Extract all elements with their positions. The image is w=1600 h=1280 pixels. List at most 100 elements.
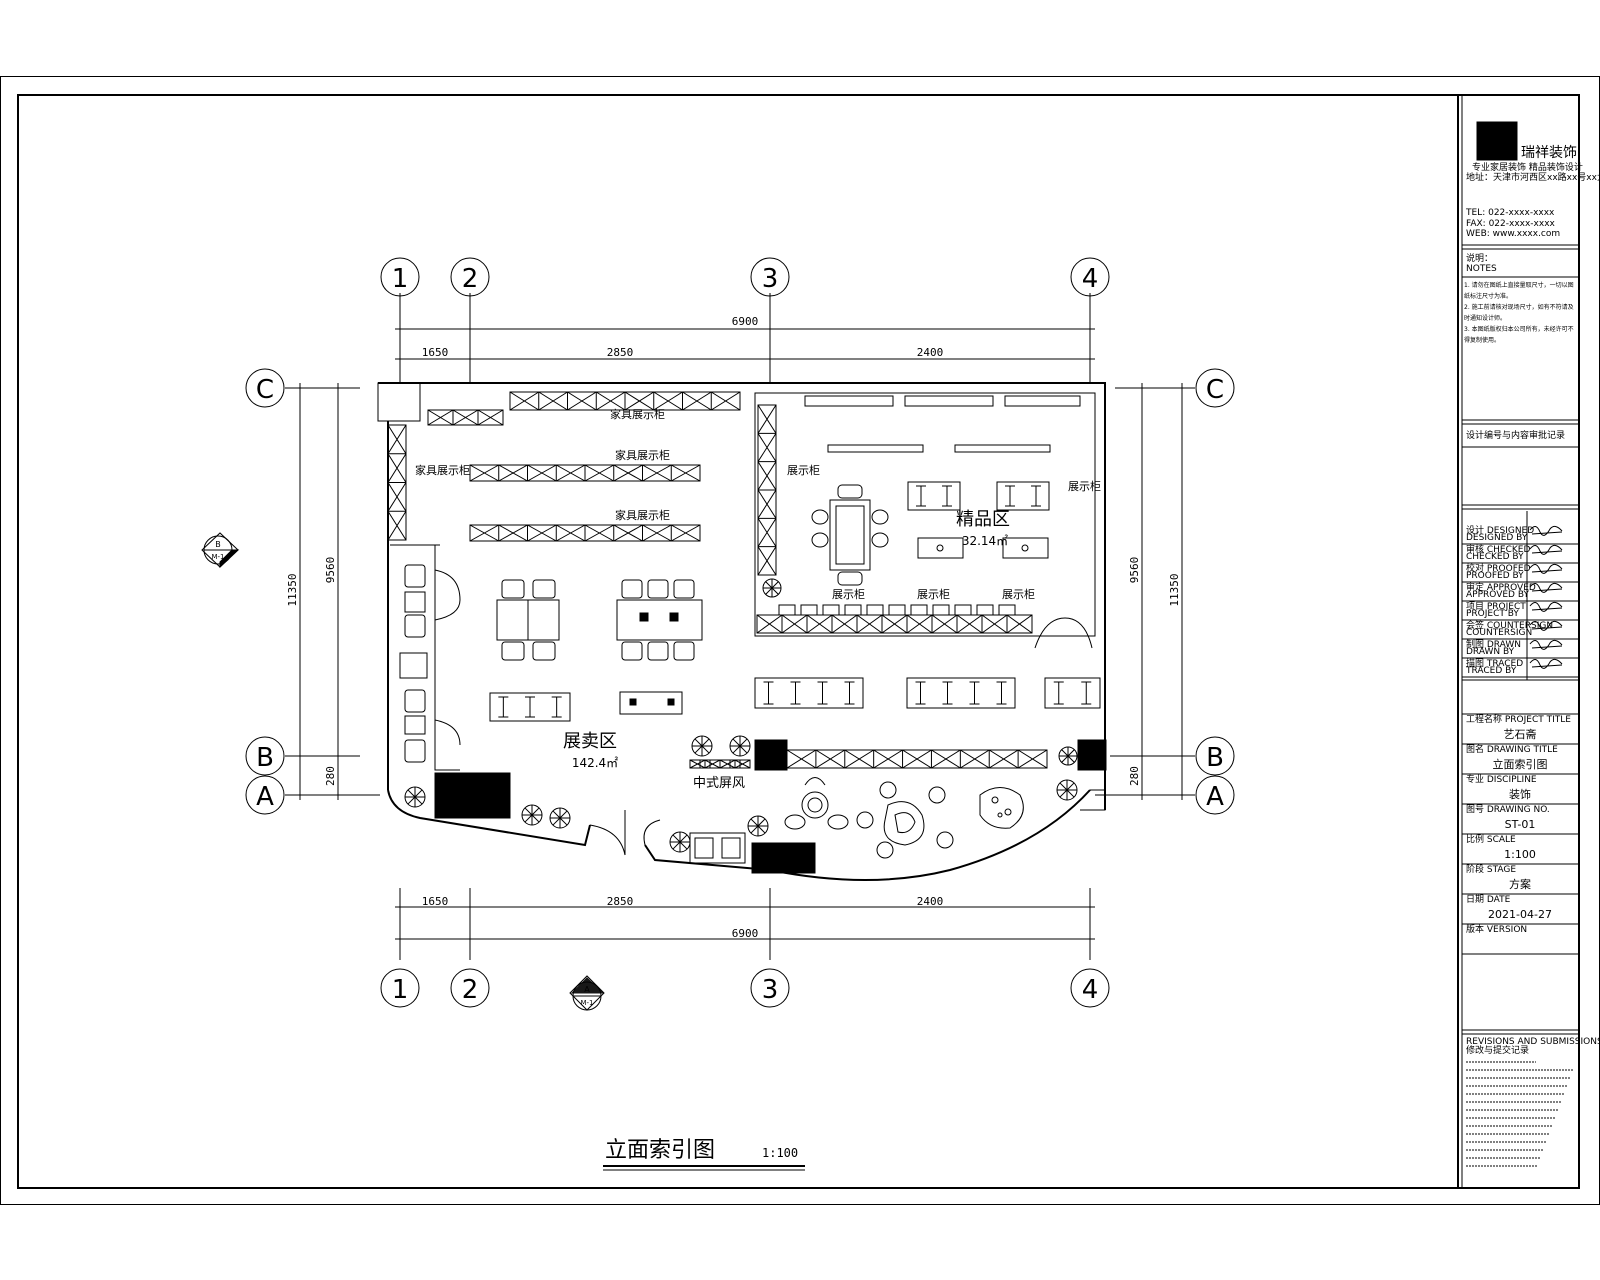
- label-display-cabinet-d: 展示柜: [1002, 588, 1035, 601]
- grid-bubble-2-top: 2: [450, 257, 490, 297]
- field-value: 方案: [1509, 877, 1531, 891]
- company-logo-mark: ↄ: [1492, 134, 1502, 155]
- premium-top-shelves: [804, 395, 1081, 453]
- grid-bubble-4-top: 4: [1070, 257, 1110, 297]
- company-name: 瑞祥装饰: [1521, 145, 1577, 161]
- field-label: 图号 DRAWING NO.: [1466, 804, 1550, 815]
- svg-text:1: 1: [392, 975, 409, 1005]
- field-value: ST-01: [1505, 818, 1536, 831]
- grid-bubble-2-bottom: 2: [450, 968, 490, 1008]
- svg-text:11350: 11350: [286, 573, 299, 606]
- svg-text:A: A: [584, 985, 590, 994]
- column-block: [1077, 739, 1107, 771]
- field-label: 日期 DATE: [1466, 894, 1511, 905]
- grid-bubble-4-bottom: 4: [1070, 968, 1110, 1008]
- dining-table-set: [811, 484, 889, 586]
- grid-bubble-a-right: A: [1195, 775, 1235, 815]
- display-tables: [489, 481, 1101, 722]
- field-value: 2021-04-27: [1488, 908, 1552, 921]
- field-label: 版本 VERSION: [1466, 923, 1527, 935]
- label-display-cabinet-c: 展示柜: [917, 588, 950, 601]
- signature-code: TRACED BY: [1465, 666, 1517, 676]
- signature-code: COUNTERSIGN: [1466, 628, 1532, 638]
- cabinet-left-wall: [387, 424, 407, 541]
- signature-code: PROOFED BY: [1466, 571, 1524, 581]
- premium-door: [1034, 617, 1093, 649]
- svg-text:280: 280: [324, 766, 337, 786]
- elevation-marker-bottom: A M-1: [569, 975, 605, 1011]
- svg-text:B: B: [1206, 743, 1224, 773]
- svg-text:2: 2: [462, 264, 479, 294]
- cabinet-top-row: [509, 391, 741, 411]
- signature-code: APPROVED BY: [1466, 590, 1530, 600]
- area-size-premium: 32.14㎡: [962, 534, 1008, 548]
- grid-bubble-c-left: C: [245, 368, 285, 408]
- area-size-sales: 142.4㎡: [572, 756, 618, 770]
- elevation-marker-left: B M-1: [201, 532, 240, 569]
- entrance-door: [589, 810, 661, 856]
- label-chinese-screen: 中式屏风: [693, 776, 745, 791]
- signature-role: 设计 DESIGNED: [1466, 524, 1534, 536]
- chair-set-left: [496, 579, 560, 661]
- svg-text:C: C: [256, 375, 274, 405]
- wall-chairs-left: [399, 564, 428, 763]
- svg-text:2400: 2400: [917, 346, 944, 359]
- svg-text:4: 4: [1082, 264, 1099, 294]
- svg-text:2400: 2400: [917, 895, 944, 908]
- signature-code: CHECKED BY: [1466, 552, 1524, 562]
- svg-text:专业家居装饰 精品装饰设计: 专业家居装饰 精品装饰设计: [1472, 161, 1583, 173]
- cabinet-middle-2: [469, 524, 701, 542]
- dimension-top: 6900 1650 2850 2400: [395, 315, 1095, 360]
- field-value: 装饰: [1509, 787, 1531, 801]
- signature-role: 校对 PROOFED: [1466, 562, 1531, 574]
- dimension-left: 11350 9560 280: [286, 383, 339, 800]
- field-label: 图名 DRAWING TITLE: [1466, 743, 1558, 755]
- label-furniture-cabinet-mid2: 家具展示柜: [615, 508, 670, 522]
- column-block: [754, 739, 788, 771]
- note-item: 1. 请勿在图纸上直接量取尺寸，一切以图纸标注尺寸为准。: [1464, 282, 1574, 300]
- field-value: 艺石斋: [1504, 727, 1537, 741]
- dimension-bottom: 1650 2850 2400 6900: [395, 895, 1095, 940]
- area-label-premium: 精品区: [956, 509, 1010, 530]
- label-furniture-cabinet-mid1: 家具展示柜: [615, 448, 670, 462]
- svg-text:A: A: [256, 782, 274, 812]
- svg-text:REVISIONS AND SUBMISSIONS: REVISIONS AND SUBMISSIONS: [1466, 1037, 1600, 1047]
- svg-text:WEB: www.xxxx.com: WEB: www.xxxx.com: [1466, 229, 1560, 239]
- signature-role: 项目 PROJECT: [1466, 601, 1526, 612]
- signature-role: 制图 DRAWN: [1466, 638, 1521, 650]
- field-value: 立面索引图: [1493, 757, 1548, 771]
- svg-text:说明：: 说明：: [1466, 252, 1493, 264]
- svg-text:1:100: 1:100: [762, 1146, 798, 1160]
- handwritten-signature: [1529, 525, 1563, 536]
- svg-text:M-1: M-1: [580, 999, 593, 1007]
- grid-bubble-1-top: 1: [380, 257, 420, 297]
- svg-text:3: 3: [762, 975, 779, 1005]
- grid-bubble-3-bottom: 3: [750, 968, 790, 1008]
- drawing-title: 立面索引图 1:100: [603, 1138, 805, 1171]
- svg-text:M-1: M-1: [211, 553, 224, 561]
- label-furniture-cabinet-top: 家具展示柜: [610, 407, 665, 421]
- svg-text:2850: 2850: [607, 346, 634, 359]
- label-furniture-cabinet-left: 家具展示柜: [415, 463, 470, 477]
- svg-text:3: 3: [762, 264, 779, 294]
- grid-bubble-a-left: A: [245, 775, 285, 815]
- grid-bubble-b-right: B: [1195, 736, 1235, 776]
- svg-text:A: A: [1206, 782, 1224, 812]
- paper-border: [0, 76, 1600, 1205]
- svg-text:TEL: 022-xxxx-xxxx: TEL: 022-xxxx-xxxx: [1465, 208, 1555, 218]
- field-label: 阶段 STAGE: [1466, 863, 1516, 875]
- field-label: 专业 DISCIPLINE: [1466, 773, 1537, 785]
- grid-bubble-1-bottom: 1: [380, 968, 420, 1008]
- area-label-sales: 展卖区: [563, 731, 617, 752]
- svg-text:立面索引图: 立面索引图: [605, 1138, 715, 1163]
- field-value: 1:100: [1504, 848, 1536, 861]
- svg-text:280: 280: [1128, 766, 1141, 786]
- field-label: 比例 SCALE: [1466, 833, 1516, 845]
- grid-bubble-b-left: B: [245, 736, 285, 776]
- cabinet-premium-bottom: [756, 604, 1033, 634]
- grid-bubble-c-right: C: [1195, 368, 1235, 408]
- entrance-chairs: [689, 832, 746, 864]
- chinese-screen: [689, 759, 751, 769]
- label-display-cabinet-e: 展示柜: [1068, 480, 1101, 493]
- svg-text:C: C: [1206, 375, 1224, 405]
